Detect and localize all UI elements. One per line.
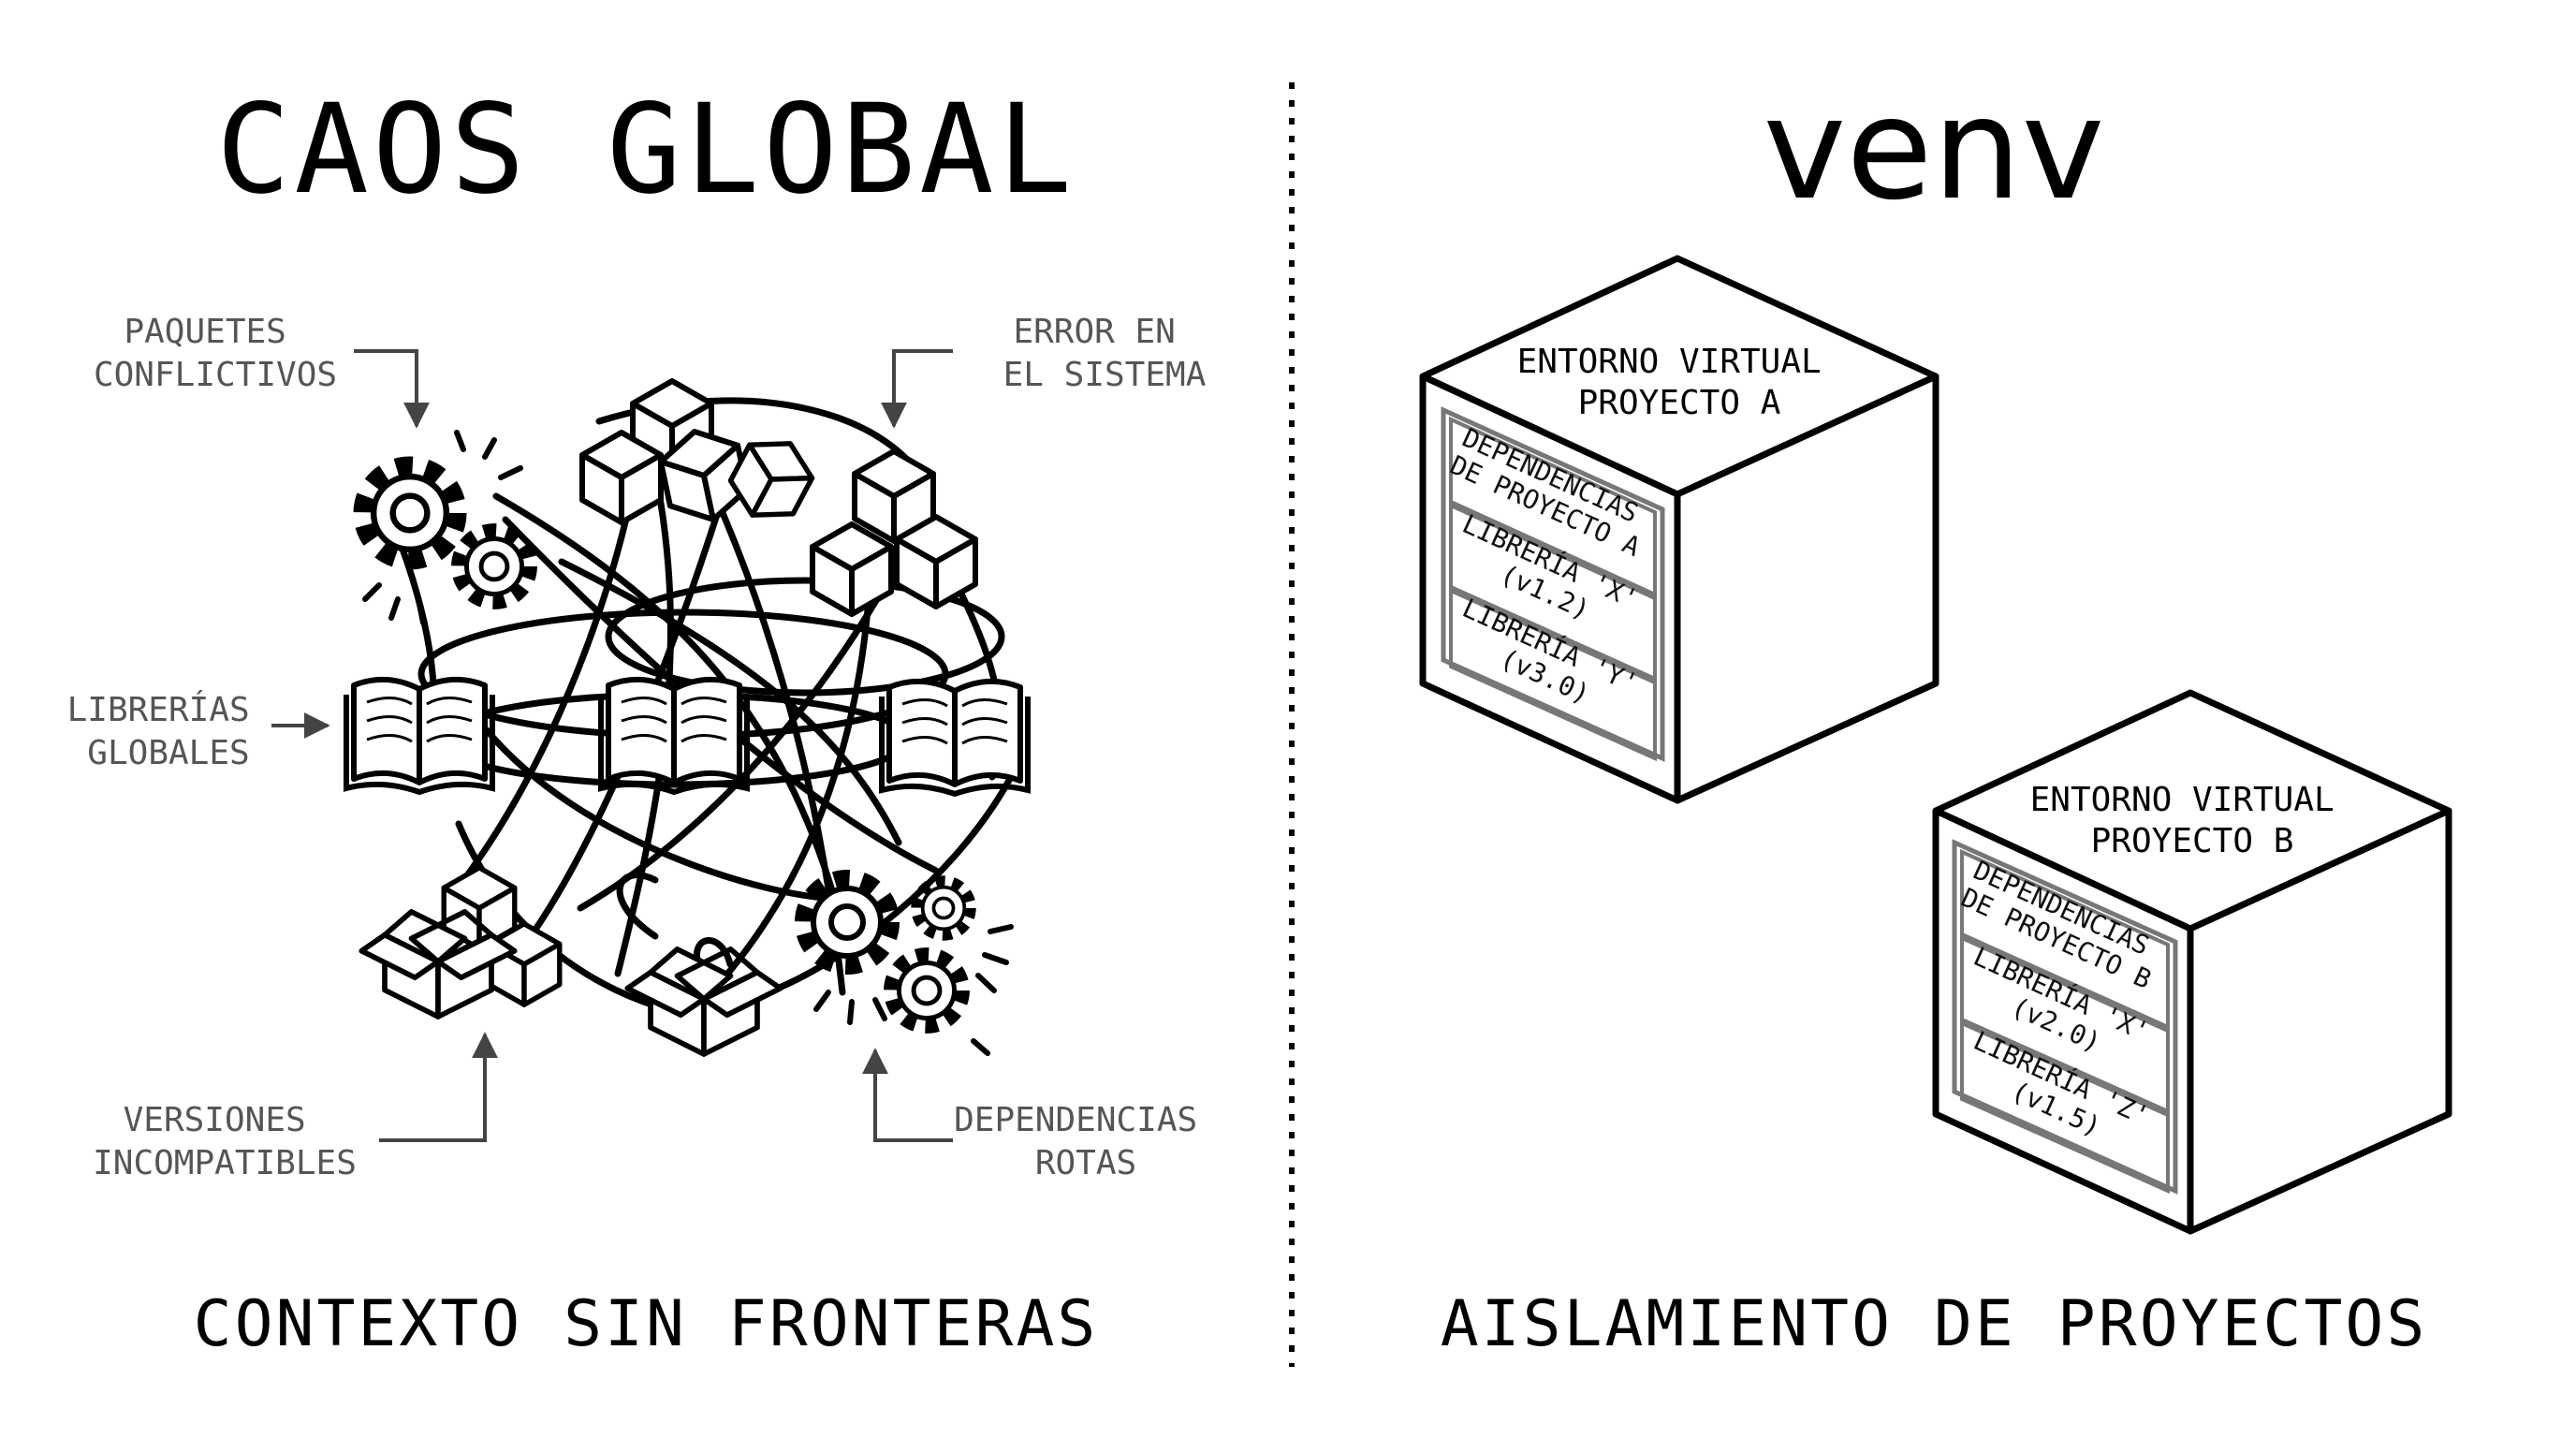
label-versiones-incompatibles: VERSIONES INCOMPATIBLES <box>93 1101 357 1182</box>
boxes-bottom-left <box>361 868 560 1017</box>
gears-top-left <box>362 430 529 625</box>
spark-lines-icon <box>813 924 1014 1056</box>
env-b-title: ENTORNO VIRTUAL PROYECTO B <box>2030 781 2355 860</box>
left-caption: CONTEXTO SIN FRONTERAS <box>193 1287 1099 1361</box>
virtual-env-box-a: ENTORNO VIRTUAL PROYECTO A DEPENDENCIAS … <box>1419 255 1939 804</box>
open-box-icon <box>627 949 780 1054</box>
left-title: CAOS GLOBAL <box>215 78 1076 222</box>
label-dependencias-rotas: DEPENDENCIAS ROTAS <box>954 1101 1218 1182</box>
open-book-icon <box>882 682 1028 794</box>
open-book-icon <box>601 680 747 792</box>
open-book-icon <box>346 680 492 792</box>
right-title: venv <box>1763 68 2105 231</box>
env-a-title: ENTORNO VIRTUAL PROYECTO A <box>1517 343 1842 422</box>
label-error-en-el-sistema: ERROR EN EL SISTEMA <box>1003 313 1207 394</box>
arrow-icon <box>271 349 953 1142</box>
virtual-env-box-b: ENTORNO VIRTUAL PROYECTO B DEPENDENCIAS … <box>1932 689 2452 1235</box>
gears-bottom-right <box>804 879 1014 1056</box>
label-paquetes-conflictivos: PAQUETES CONFLICTIVOS <box>94 313 337 394</box>
chaos-illustration: PAQUETES CONFLICTIVOS ERROR EN EL SISTEM… <box>67 313 1218 1182</box>
cubes-top-right <box>812 451 975 614</box>
spark-lines-icon <box>362 430 523 625</box>
label-librerias-globales: LIBRERÍAS GLOBALES <box>67 690 271 772</box>
env-b-dependencies-panel: DEPENDENCIAS DE PROYECTO B LIBRERÍA 'X' … <box>1952 839 2178 1195</box>
right-caption: AISLAMIENTO DE PROYECTOS <box>1440 1287 2428 1361</box>
